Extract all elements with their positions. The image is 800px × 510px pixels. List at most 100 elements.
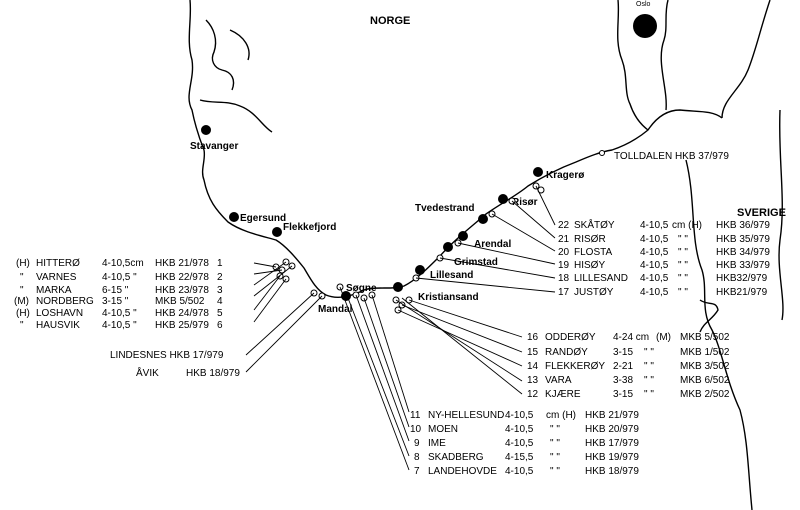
site-row: 17 JUSTØY 4-10,5 " " HKB21/979 — [558, 287, 768, 298]
svg-text:4-10,5: 4-10,5 — [640, 260, 669, 271]
svg-text:22: 22 — [558, 220, 570, 231]
site-row: 16 ODDERØY 4-24 cm (M) MKB 5/502 — [527, 332, 730, 343]
town-dot-kristiansand — [393, 282, 403, 292]
svg-text:": " — [20, 272, 24, 283]
svg-text:FLOSTA: FLOSTA — [574, 247, 612, 258]
svg-text:(M): (M) — [656, 332, 671, 343]
site-row: 7 LANDEHOVDE 4-10,5 " " HKB 18/979 — [414, 466, 639, 477]
site-list-east-lower: 16 ODDERØY 4-24 cm (M) MKB 5/502 15 RAND… — [527, 332, 730, 400]
svg-text:HKB 17/979: HKB 17/979 — [585, 438, 639, 449]
site-row: 18 LILLESAND 4-10,5 " " HKB32/979 — [558, 273, 768, 284]
svg-text:4-10,5: 4-10,5 — [640, 247, 669, 258]
svg-text:" ": " " — [550, 452, 560, 463]
svg-text:" ": " " — [678, 234, 688, 245]
svg-text:3-15 ": 3-15 " — [102, 296, 129, 307]
svg-text:NY-HELLESUND: NY-HELLESUND — [428, 410, 504, 421]
svg-text:3-15: 3-15 — [613, 347, 633, 358]
svg-text:" ": " " — [644, 389, 654, 400]
site-list-south: 11 NY-HELLESUND 4-10,5 cm (H) HKB 21/979… — [410, 410, 639, 477]
svg-text:13: 13 — [527, 375, 539, 386]
svg-text:" ": " " — [678, 273, 688, 284]
svg-text:16: 16 — [527, 332, 539, 343]
svg-text:MKB 6/502: MKB 6/502 — [680, 375, 730, 386]
town-label-tvedestrand: Tvedestrand — [415, 203, 474, 214]
svg-text:JUSTØY: JUSTØY — [574, 287, 614, 298]
svg-text:HKB 21/979: HKB 21/979 — [585, 410, 639, 421]
avik-ref: HKB 18/979 — [186, 368, 240, 379]
svg-text:" ": " " — [550, 466, 560, 477]
svg-text:KJÆRE: KJÆRE — [545, 389, 581, 400]
town-dot-flekkefjord — [272, 227, 282, 237]
svg-text:20: 20 — [558, 247, 570, 258]
coastline — [188, 0, 784, 510]
site-row: 8 SKADBERG 4-15,5 " " HKB 19/979 — [414, 452, 639, 463]
site-row: 13 VARA 3-38 " " MKB 6/502 — [527, 375, 730, 386]
town-dots — [201, 14, 657, 301]
svg-text:MKB 3/502: MKB 3/502 — [680, 361, 730, 372]
country-label-norge: NORGE — [370, 15, 410, 27]
svg-text:HKB 24/978: HKB 24/978 — [155, 308, 209, 319]
svg-text:HKB 35/979: HKB 35/979 — [716, 234, 770, 245]
site-row: 9 IME 4-10,5 " " HKB 17/979 — [414, 438, 639, 449]
svg-text:": " — [20, 320, 24, 331]
svg-text:HKB 18/979: HKB 18/979 — [585, 466, 639, 477]
svg-text:cm (H): cm (H) — [546, 410, 576, 421]
town-dot-stavanger — [201, 125, 211, 135]
svg-text:RANDØY: RANDØY — [545, 347, 588, 358]
town-dot-tvedestrand — [478, 214, 488, 224]
svg-text:10: 10 — [410, 424, 422, 435]
svg-text:4-10,5: 4-10,5 — [640, 287, 669, 298]
town-label-sogne: Søgne — [346, 283, 377, 294]
site-row: 14 FLEKKERØY 2-21 " " MKB 3/502 — [527, 361, 730, 372]
svg-text:" ": " " — [644, 375, 654, 386]
svg-text:MKB 5/502: MKB 5/502 — [680, 332, 730, 343]
country-label-sverige: SVERIGE — [737, 207, 786, 219]
site-row: 11 NY-HELLESUND 4-10,5 cm (H) HKB 21/979 — [410, 410, 639, 421]
svg-text:LILLESAND: LILLESAND — [574, 273, 628, 284]
town-dot-kragero — [533, 167, 543, 177]
svg-text:LANDEHOVDE: LANDEHOVDE — [428, 466, 497, 477]
svg-text:4-10,5: 4-10,5 — [505, 410, 534, 421]
site-marker-tolldalen — [599, 150, 605, 156]
svg-text:HKB 21/978: HKB 21/978 — [155, 258, 209, 269]
svg-text:4-10,5: 4-10,5 — [505, 424, 534, 435]
svg-text:MKB 1/502: MKB 1/502 — [680, 347, 730, 358]
svg-text:(H): (H) — [16, 308, 30, 319]
avik-label: ÅVIK — [136, 366, 159, 379]
svg-text:RISØR: RISØR — [574, 234, 606, 245]
svg-text:IME: IME — [428, 438, 446, 449]
svg-text:7: 7 — [414, 466, 420, 477]
svg-text:HKB32/979: HKB32/979 — [716, 273, 768, 284]
town-dot-arendal — [458, 231, 468, 241]
svg-text:4-10,5 ": 4-10,5 " — [102, 320, 137, 331]
svg-text:HKB 19/979: HKB 19/979 — [585, 452, 639, 463]
svg-text:4-10,5: 4-10,5 — [640, 273, 669, 284]
svg-text:HKB21/979: HKB21/979 — [716, 287, 768, 298]
svg-text:4: 4 — [217, 296, 223, 307]
svg-text:(M): (M) — [14, 296, 29, 307]
svg-text:4-10,5: 4-10,5 — [505, 438, 534, 449]
capital-dot — [633, 14, 657, 38]
svg-text:3-15: 3-15 — [613, 389, 633, 400]
oslo-label: Oslo — [636, 1, 651, 8]
svg-text:VARA: VARA — [545, 375, 572, 386]
site-row: 19 HISØY 4-10,5 " " HKB 33/979 — [558, 260, 770, 271]
svg-text:" ": " " — [644, 361, 654, 372]
svg-text:HKB 22/978: HKB 22/978 — [155, 272, 209, 283]
svg-text:SKÅTØY: SKÅTØY — [574, 218, 615, 231]
town-dot-grimstad — [443, 242, 453, 252]
svg-text:2: 2 — [217, 272, 223, 283]
svg-text:HAUSVIK: HAUSVIK — [36, 320, 80, 331]
svg-text:HKB 23/978: HKB 23/978 — [155, 285, 209, 296]
svg-text:11: 11 — [410, 410, 421, 421]
town-label-mandal: Mandal — [318, 304, 353, 315]
svg-text:FLEKKERØY: FLEKKERØY — [545, 361, 605, 372]
site-row: 21 RISØR 4-10,5 " " HKB 35/979 — [558, 234, 770, 245]
svg-text:14: 14 — [527, 361, 539, 372]
site-row: (H) HITTERØ 4-10,5cm HKB 21/978 1 — [16, 258, 223, 269]
site-row: (M) NORDBERG 3-15 " MKB 5/502 4 — [14, 296, 223, 307]
svg-text:4-10,5: 4-10,5 — [640, 234, 669, 245]
leader-lines — [245, 185, 556, 471]
svg-text:18: 18 — [558, 273, 570, 284]
